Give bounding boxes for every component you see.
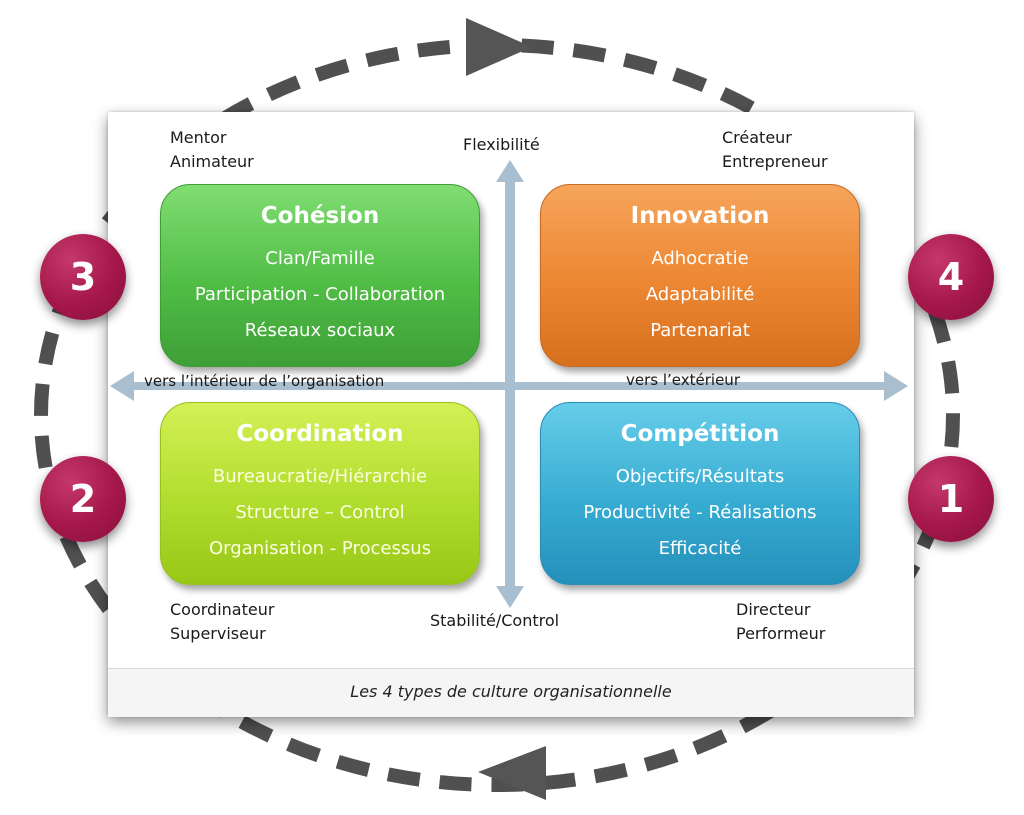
cycle-arrowhead-bottom-icon [478, 746, 546, 800]
quadrant-title: Cohésion [260, 203, 380, 229]
quadrant-line: Réseaux sociaux [244, 320, 396, 341]
quadrant-coordination: Coordination Bureaucratie/Hiérarchie Str… [160, 402, 480, 585]
role-line: Mentor [170, 128, 227, 147]
quadrant-title: Innovation [630, 203, 770, 229]
role-line: Entrepreneur [722, 152, 828, 171]
role-line: Créateur [722, 128, 792, 147]
role-line: Superviseur [170, 624, 266, 643]
axis-label-bottom: Stabilité/Control [430, 611, 560, 630]
quadrant-line: Adhocratie [651, 248, 749, 269]
quadrant-title: Coordination [236, 421, 404, 447]
role-label-coordination: Coordinateur Superviseur [170, 598, 274, 646]
quadrant-line: Partenariat [650, 320, 750, 341]
badge-3: 3 [40, 234, 126, 320]
quadrant-line: Bureaucratie/Hiérarchie [212, 466, 428, 487]
axis-label-right: vers l’extérieur [626, 371, 740, 389]
quadrant-line: Adaptabilité [645, 284, 755, 305]
quadrant-cohesion: Cohésion Clan/Famille Participation - Co… [160, 184, 480, 367]
badge-1: 1 [908, 456, 994, 542]
quadrant-line: Clan/Famille [265, 248, 375, 269]
role-label-competition: Directeur Performeur [736, 598, 825, 646]
axis-label-top: Flexibilité [463, 135, 540, 154]
diagram-card: Cohésion Clan/Famille Participation - Co… [108, 112, 914, 717]
quadrant-line: Objectifs/Résultats [615, 466, 785, 487]
role-label-cohesion: Mentor Animateur [170, 126, 254, 174]
diagram-caption: Les 4 types de culture organisationnelle [350, 682, 672, 701]
role-line: Directeur [736, 600, 811, 619]
role-line: Animateur [170, 152, 254, 171]
cycle-arrowhead-top-icon [466, 18, 532, 76]
axes-graphic [110, 160, 908, 608]
quadrant-line: Productivité - Réalisations [583, 502, 817, 523]
quadrant-line: Organisation - Processus [208, 538, 431, 559]
quadrant-line: Efficacité [658, 538, 742, 559]
badge-2: 2 [40, 456, 126, 542]
role-line: Coordinateur [170, 600, 275, 619]
quadrant-line: Participation - Collaboration [194, 284, 446, 305]
role-line: Performeur [736, 624, 826, 643]
quadrant-competition: Compétition Objectifs/Résultats Producti… [540, 402, 860, 585]
role-label-innovation: Créateur Entrepreneur [722, 126, 828, 174]
quadrant-line: Structure – Control [235, 502, 405, 523]
caption-band [108, 668, 914, 717]
badge-4: 4 [908, 234, 994, 320]
quadrant-innovation: Innovation Adhocratie Adaptabilité Parte… [540, 184, 860, 367]
axis-label-left: vers l’intérieur de l’organisation [144, 372, 385, 390]
horizontal-axis-icon [110, 371, 908, 401]
quadrant-title: Compétition [620, 421, 780, 447]
